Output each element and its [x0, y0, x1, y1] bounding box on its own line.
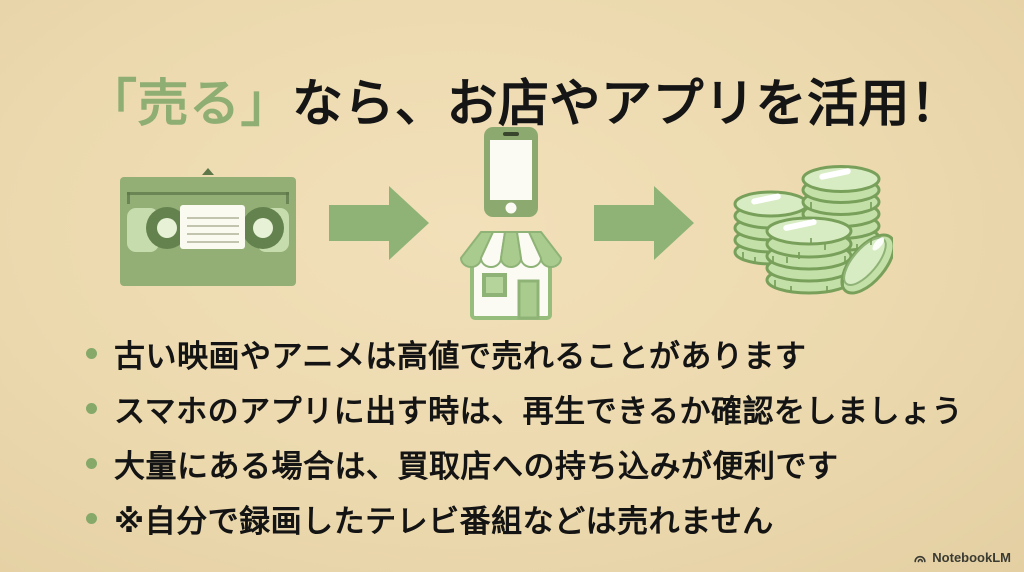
list-item: スマホのアプリに出す時は、再生できるか確認をしましょう — [86, 381, 1006, 436]
list-item: ※自分で録画したテレビ番組などは売れません — [86, 491, 1006, 546]
list-item: 大量にある場合は、買取店への持ち込みが便利です — [86, 436, 1006, 491]
bullet-dot-icon — [86, 458, 97, 469]
coins-icon — [733, 165, 893, 295]
bullet-text: ※自分で録画したテレビ番組などは売れません — [114, 504, 774, 539]
smartphone-icon — [484, 127, 538, 217]
list-item: 古い映画やアニメは高値で売れることがあります — [86, 326, 1006, 381]
bullet-dot-icon — [86, 513, 97, 524]
bullet-text: スマホのアプリに出す時は、再生できるか確認をしましょう — [114, 394, 963, 429]
title-rest: なら、お店やアプリを活用！ — [292, 75, 962, 133]
watermark-label: NotebookLM — [932, 550, 1011, 565]
storefront-icon — [460, 231, 562, 320]
notebooklm-logo-icon — [914, 555, 926, 563]
bullet-dot-icon — [86, 403, 97, 414]
title-highlight: 「売る」 — [86, 75, 293, 133]
bullet-dot-icon — [86, 348, 97, 359]
bullet-text: 古い映画やアニメは高値で売れることがあります — [114, 339, 807, 374]
arrow-right-icon — [329, 186, 429, 260]
bullet-list: 古い映画やアニメは高値で売れることがあります スマホのアプリに出す時は、再生でき… — [86, 326, 1006, 546]
arrow-right-icon — [594, 186, 694, 260]
bullet-text: 大量にある場合は、買取店への持ち込みが便利です — [114, 449, 839, 484]
vhs-tape-icon — [120, 168, 296, 286]
page-title: 「売る」なら、お店やアプリを活用！ — [86, 76, 962, 132]
watermark: NotebookLM — [913, 550, 1011, 565]
